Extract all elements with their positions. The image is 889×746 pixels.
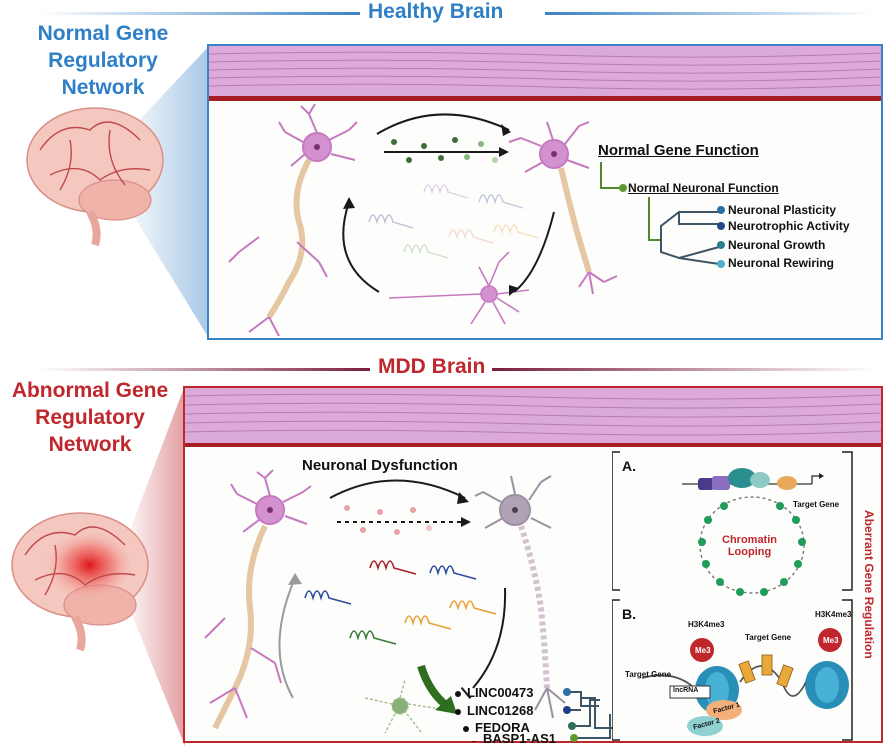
lncrna-label-1: LINC00473: [467, 685, 534, 700]
neuronal-dysfunction-label: Neuronal Dysfunction: [302, 457, 458, 474]
me3-mark-right: [818, 628, 842, 652]
healthy-brain-title: Healthy Brain: [368, 0, 504, 23]
gene-blocks: [738, 654, 794, 688]
lncrna-bullets: [455, 691, 477, 742]
aberrant-regulation-panels: [612, 451, 853, 741]
panel-b-target-gene-top: Target Gene: [745, 633, 792, 642]
tree-leaf-label-1: Neuronal Plasticity: [728, 203, 837, 217]
mdd-neuron-left: [204, 469, 312, 730]
panel-a-label: A.: [622, 458, 636, 474]
healthy-side-label-line-3: Network: [61, 76, 145, 99]
panel-b-frame: [612, 599, 620, 741]
tree-leaf-label-4: Neuronal Rewiring: [728, 256, 835, 270]
mdd-rna-strands: [304, 560, 497, 645]
mdd-neuron-cycle: [204, 469, 613, 742]
mdd-header-rule-left: [40, 368, 370, 371]
h3k4me3-label-left: H3K4me3: [688, 620, 725, 629]
healthy-side-label-line-1: Normal Gene: [37, 22, 169, 45]
healthy-header-rule-left: [40, 12, 360, 15]
mdd-brain-title: MDD Brain: [378, 355, 486, 378]
lncrna-label-3: FEDORA: [475, 720, 530, 735]
aberrant-gene-regulation-title: Aberrant Gene Regulation: [862, 510, 876, 659]
mdd-neuron-right: [474, 475, 566, 719]
healthy-side-label-line-2: Regulatory: [48, 49, 158, 72]
healthy-cycle-arrows: [342, 113, 555, 293]
me3-label-left: Me3: [695, 646, 711, 655]
healthy-header-rule-right: [545, 12, 875, 15]
healthy-zoom-cone: [130, 45, 210, 340]
green-curved-arrow: [417, 664, 450, 710]
mdd-tissue-band: [185, 388, 881, 447]
tree-leaf-dot-2: [717, 222, 725, 230]
lncrna-label-4: BASP1-AS1: [483, 731, 556, 746]
mdd-brain: [11, 512, 149, 652]
panel-a-frame: [612, 451, 620, 591]
panel-b-label: B.: [622, 606, 636, 622]
chromatin-looping-line-2: Looping: [727, 546, 772, 558]
lncrna-tree-tail: [568, 699, 611, 742]
chromatin-loop: [682, 468, 824, 596]
chromatin-looping-line-1: Chromatin: [722, 534, 777, 546]
me3-mark-left: [690, 638, 714, 662]
healthy-side-label: Normal Gene Regulatory Network: [18, 20, 188, 101]
panel-a-target-gene: Target Gene: [793, 500, 840, 509]
tree-leaf-dot-4: [717, 260, 725, 268]
h3k4me3-label-right: H3K4me3: [815, 610, 852, 619]
healthy-neuron-left: [228, 103, 358, 337]
healthy-tissue-band: [209, 46, 881, 101]
healthy-neuron-cycle: [228, 103, 725, 337]
tree-leaf-label-2: Neurotrophic Activity: [728, 219, 850, 233]
lncrna-dot-2: [563, 706, 571, 714]
mdd-side-label-line-1: Abnormal Gene: [11, 379, 169, 402]
me3-label-right: Me3: [823, 636, 839, 645]
tree-leaf-label-3: Neuronal Growth: [728, 238, 826, 252]
nucleosome-right: [805, 661, 849, 709]
tree-branch-label: Normal Neuronal Function: [628, 181, 779, 195]
tree-root-label: Normal Gene Function: [598, 142, 759, 159]
healthy-brain: [26, 107, 164, 247]
healthy-rna-strands: [368, 184, 539, 259]
lncrna-dot-1: [563, 688, 571, 696]
mdd-side-label: Abnormal Gene Regulatory Network: [0, 377, 180, 458]
mdd-zoom-cone: [130, 385, 185, 746]
mdd-neuron-bottom: [364, 679, 436, 734]
factor-1-blob: [706, 700, 742, 720]
healthy-tree-lines: [600, 162, 720, 265]
healthy-neuron-bottom: [388, 251, 530, 325]
mdd-side-label-line-3: Network: [48, 433, 132, 456]
chromatin-looping-label: Chromatin Looping: [722, 534, 777, 558]
lncrna-box-label: lncRNA: [673, 687, 699, 694]
healthy-molecule-dots: [391, 137, 498, 163]
mdd-header-rule-right: [492, 368, 875, 371]
mdd-side-label-line-2: Regulatory: [35, 406, 145, 429]
tree-leaf-dot-1: [717, 206, 725, 214]
tree-leaf-dot-3: [717, 241, 725, 249]
factor-2-blob: [687, 716, 723, 736]
mdd-molecule-dots: [344, 505, 432, 535]
panel-b-target-gene-left: Target Gene: [625, 670, 672, 679]
lncrna-label-2: LINC01268: [467, 703, 534, 718]
lncrna-box: [669, 685, 711, 699]
tree-branch-dot: [619, 184, 627, 192]
mdd-cycle-arrows: [278, 479, 507, 699]
